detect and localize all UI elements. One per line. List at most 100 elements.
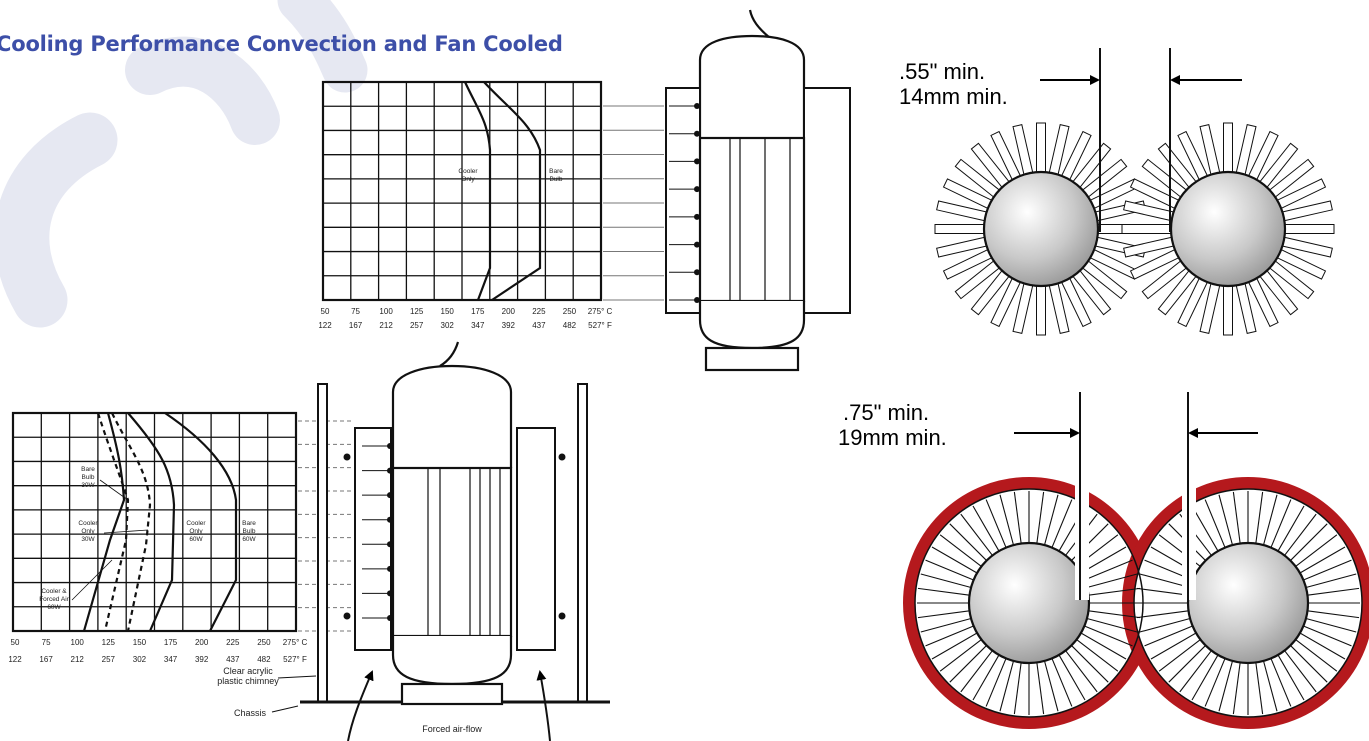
cooler-spoke: [1284, 513, 1317, 556]
cooler-spoke: [925, 625, 974, 647]
cooler-spoke: [1232, 491, 1241, 544]
top-curve-label-bare-line2: Bulb: [549, 176, 562, 183]
cooler-spoke: [917, 610, 970, 619]
tick-label: 125: [102, 638, 116, 647]
label-pointer: [99, 479, 129, 501]
cooler-spoke: [1051, 499, 1073, 548]
tick-label: 482: [257, 655, 271, 664]
cooler-spoke: [1303, 559, 1352, 581]
cooler-mount-dot: [558, 612, 566, 620]
airflow-arrow-left: [347, 670, 374, 741]
bottom-chart-curve-labels: BareBulb30WCoolerOnly30WCoolerOnly60WBar…: [39, 466, 256, 611]
cooler-spoke: [1262, 494, 1278, 546]
tick-label: 257: [102, 655, 116, 664]
bottom-curve-bare-bulb-30w: [96, 412, 130, 632]
tick-label: 347: [164, 655, 178, 664]
curve-label-line: Cooler: [78, 520, 98, 527]
cooler-spoke: [1295, 534, 1338, 567]
top-curve-bare-bulb: [483, 81, 542, 301]
cooler-spoke: [1150, 632, 1197, 660]
tick-label: 122: [318, 321, 332, 330]
bottom-curve-cooler-only-60w: [127, 412, 176, 632]
cooler-spoke: [1277, 505, 1305, 552]
ring-gap-left: [1075, 470, 1089, 600]
cooler-spoke: [985, 499, 1007, 548]
top-curve-label-bare-line1: Bare: [549, 168, 563, 175]
cooler-spoke: [949, 523, 987, 561]
spacing-top-mm: 14mm min.: [899, 84, 1008, 109]
curve-label-line: Forced Air: [39, 596, 69, 603]
tick-label: 122: [8, 655, 22, 664]
cooler-spoke: [1179, 650, 1212, 693]
top-tube-plate: [698, 136, 806, 303]
finned-cooler-left: [934, 122, 1148, 336]
cooler-fin: [1036, 122, 1046, 175]
curve-label-line: Bare: [81, 466, 95, 473]
curve-label-line: Only: [189, 528, 203, 535]
tube-bulb-bottom-left: [967, 541, 1091, 665]
curve-label-line: Cooler &: [41, 588, 67, 595]
top-spacing-diagram: .55" min. 14mm min.: [899, 48, 1335, 336]
cooler-spoke: [1065, 650, 1098, 693]
cooler-spoke: [1086, 617, 1138, 633]
cooler-spoke: [1191, 654, 1219, 701]
cooler-spoke: [1080, 632, 1127, 660]
chassis-label: Chassis: [234, 708, 267, 718]
bottom-chart-frame: [11, 411, 298, 633]
curve-label-line: Bulb: [81, 474, 94, 481]
chimney-wall-left: [317, 383, 328, 703]
bottom-tube-cooler-left: [354, 427, 392, 651]
cooler-spoke: [939, 534, 982, 567]
cooler-spoke: [1270, 499, 1292, 548]
curve-label-line: 60W: [242, 536, 256, 543]
curve-label-line: Cooler: [186, 520, 206, 527]
cooler-spoke: [1191, 505, 1219, 552]
tick-label: 482: [563, 321, 577, 330]
cooler-spoke: [1088, 587, 1141, 596]
bottom-temperature-chart: BareBulb30WCoolerOnly30WCoolerOnly60WBar…: [8, 411, 353, 664]
cooler-spoke: [1299, 546, 1346, 574]
cooler-spoke: [1013, 662, 1022, 715]
top-curve-label-cooler-line1: Cooler: [458, 168, 478, 175]
cooler-spoke: [1270, 658, 1292, 707]
cooler-spoke: [972, 654, 1000, 701]
cooler-spoke: [949, 645, 987, 683]
spacing-bottom-inches: .75" min.: [843, 400, 929, 425]
tick-label: 175: [471, 307, 485, 316]
tick-label: 392: [502, 321, 516, 330]
curve-label-line: 60W: [47, 604, 61, 611]
tick-label: 125: [410, 307, 424, 316]
curve-label-line: Bulb: [242, 528, 255, 535]
cooler-fin: [1036, 283, 1046, 336]
cooler-spoke: [1303, 625, 1352, 647]
tick-label: 150: [441, 307, 455, 316]
cooler-spoke: [1204, 658, 1226, 707]
tick-label: 175: [164, 638, 178, 647]
bottom-tube-tip: [439, 341, 460, 367]
tick-label: 302: [133, 655, 147, 664]
top-tube-envelope: [698, 34, 806, 138]
bottom-chart-grid: [13, 413, 296, 631]
spacing-bottom-mm: 19mm min.: [838, 425, 947, 450]
tick-label: 200: [195, 638, 209, 647]
tick-label: 437: [532, 321, 546, 330]
chimney-leader: [277, 675, 317, 679]
cooler-spoke: [1051, 658, 1073, 707]
curve-label-line: Bare: [242, 520, 256, 527]
bottom-tube-base: [391, 636, 513, 686]
cooler-spoke: [1043, 660, 1059, 712]
tick-label: 257: [410, 321, 424, 330]
cooler-spoke: [1058, 654, 1086, 701]
tick-label: 100: [379, 307, 393, 316]
cooler-spoke: [1218, 494, 1234, 546]
top-tube-socket: [704, 346, 800, 372]
tick-label: 212: [71, 655, 85, 664]
cooler-spoke: [1299, 632, 1346, 660]
cooler-spoke: [1144, 625, 1193, 647]
cooler-spoke: [960, 650, 993, 693]
cooler-spoke: [920, 617, 972, 633]
airflow-label: Forced air-flow: [422, 724, 482, 734]
